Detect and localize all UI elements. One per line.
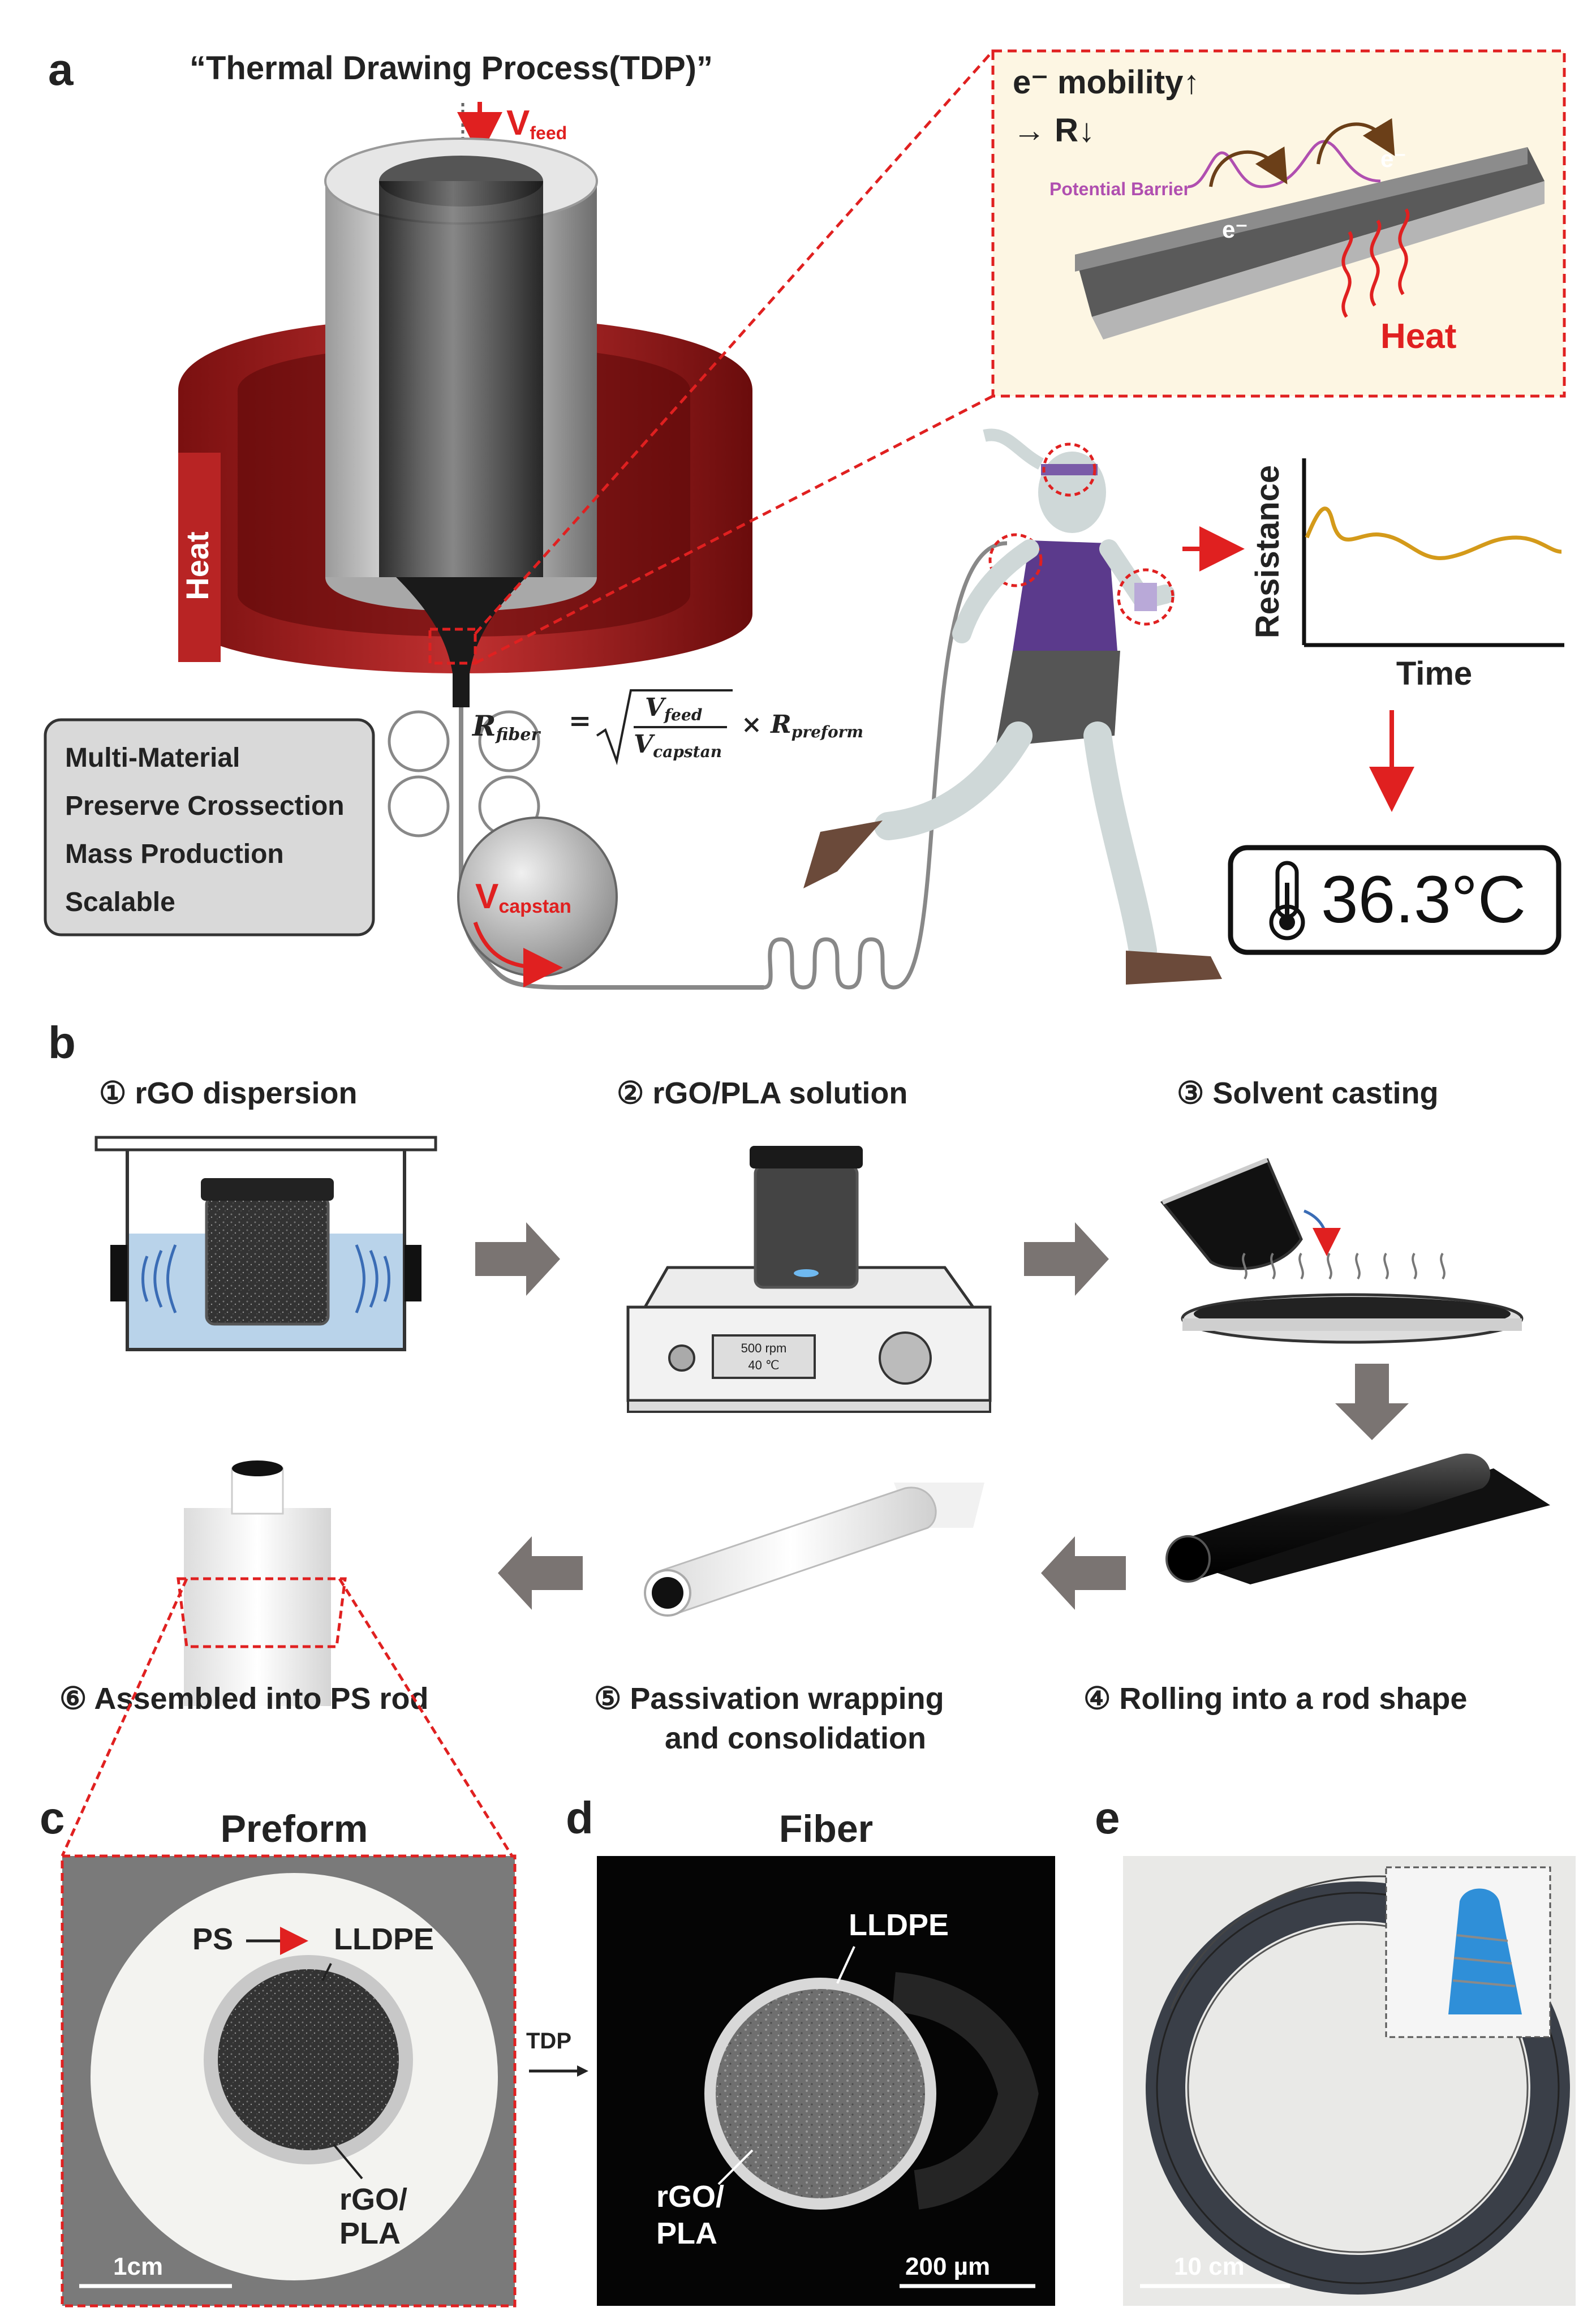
- feature-item: Preserve Crossection: [65, 791, 345, 821]
- tdp-title: “Thermal Drawing Process(TDP)”: [190, 50, 713, 87]
- fiber-title: Fiber: [779, 1807, 873, 1850]
- fiber-coil-photo: 10 cm: [1123, 1856, 1576, 2306]
- fiber-core-label-2: PLA: [656, 2216, 717, 2250]
- electron-hop-arrow: [1317, 118, 1395, 165]
- svg-text:=: =: [569, 705, 591, 737]
- fiber-scale-label: 200 µm: [905, 2253, 990, 2280]
- potential-barrier-curve: [1188, 140, 1381, 188]
- thermometer-icon: [1269, 861, 1305, 940]
- zoom-line: [474, 394, 994, 665]
- feature-item: Scalable: [65, 887, 175, 917]
- resistance-text: → R↓: [1013, 112, 1095, 149]
- process-arrow: [1024, 1222, 1109, 1296]
- core-label-1: rGO/: [339, 2182, 407, 2216]
- step-1-label: ① rGO dispersion: [99, 1076, 358, 1110]
- step-6-label: ⑥ Assembled into PS rod: [59, 1682, 429, 1716]
- rolled-rod: [1165, 1453, 1550, 1584]
- mobility-text: e⁻ mobility↑: [1013, 64, 1199, 101]
- fiber-zoom-box: [428, 628, 477, 665]
- process-arrow: [475, 1222, 560, 1296]
- panel-a-label: a: [48, 44, 74, 94]
- step-3-label: ③ Solvent casting: [1177, 1076, 1439, 1110]
- process-arrow: [1335, 1364, 1409, 1440]
- resistance-xlabel: Time: [1396, 655, 1472, 692]
- electron-hop-arrow: [1209, 146, 1288, 187]
- stirrer-display-speed: 500 rpm: [741, 1341, 787, 1355]
- sensor-marker: [988, 533, 1043, 587]
- drawing-formula: Rfiber = Vfeed Vcapstan × Rpreform: [471, 689, 863, 766]
- step-5-label-2: and consolidation: [665, 1721, 926, 1755]
- zoom-line: [61, 1578, 188, 1857]
- temperature-display: 36.3°C: [1228, 845, 1561, 955]
- svg-text:Rfiber: Rfiber: [471, 709, 541, 745]
- lldpe-label: LLDPE: [334, 1922, 434, 1956]
- tdp-arrow-label: TDP: [526, 2029, 571, 2053]
- panel-d-label: d: [566, 1793, 593, 1843]
- process-arrow: [1041, 1536, 1126, 1610]
- fiber-core-label-1: rGO/: [656, 2180, 724, 2214]
- hot-plate-stirrer: 500 rpm 40 ℃: [626, 1146, 992, 1413]
- panel-b-label: b: [48, 1017, 76, 1068]
- mobility-inset: e⁻ mobility↑ → R↓ Potential Barrier e⁻ e…: [991, 49, 1566, 398]
- heat-wave-icon: [1398, 208, 1410, 295]
- step-4-label: ④ Rolling into a rod shape: [1083, 1682, 1467, 1716]
- passivated-rod: [644, 1483, 984, 1617]
- step-5-label: ⑤ Passivation wrapping: [594, 1682, 944, 1716]
- inset-heat-label: Heat: [1380, 317, 1456, 356]
- v-feed-label: Vfeed: [506, 104, 567, 143]
- guide-roller: [388, 710, 450, 772]
- feature-item: Multi-Material: [65, 743, 240, 773]
- process-arrow: [498, 1536, 583, 1610]
- sonication-bath: [94, 1136, 437, 1351]
- potential-barrier-label: Potential Barrier: [1049, 179, 1190, 199]
- resistance-curve: [1305, 506, 1562, 560]
- preform-title: Preform: [221, 1807, 368, 1850]
- scale-label: 1cm: [113, 2253, 163, 2280]
- preform-photo: PS LLDPE rGO/ PLA 1cm: [61, 1854, 517, 2308]
- capstan-label: Vcapstan: [475, 877, 571, 917]
- sensor-marker: [1042, 442, 1096, 497]
- heat-wave-icon: [1370, 220, 1382, 307]
- zoom-line: [474, 50, 994, 635]
- heat-ring-label: Heat: [179, 531, 215, 600]
- feature-item: Mass Production: [65, 839, 284, 869]
- runner-figure: [803, 428, 1222, 985]
- electron-label: e⁻: [1380, 145, 1406, 172]
- preform-cylinder: [324, 138, 598, 707]
- guide-roller: [478, 710, 540, 772]
- solvent-casting: [1160, 1158, 1524, 1344]
- feature-box: Multi-Material Preserve Crossection Mass…: [44, 718, 375, 936]
- stirrer-display-temp: 40 ℃: [748, 1358, 779, 1372]
- resistance-ylabel: Resistance: [1249, 465, 1286, 638]
- electron-label: e⁻: [1222, 216, 1248, 243]
- svg-text:× Rpreform: × Rpreform: [741, 710, 863, 741]
- heat-wave-icon: [1341, 231, 1353, 318]
- fiber-coil: [763, 541, 1008, 990]
- guide-roller: [388, 775, 450, 837]
- ps-label: PS: [192, 1922, 233, 1956]
- svg-text:Vfeed: Vfeed: [645, 693, 702, 724]
- core-label-2: PLA: [339, 2216, 401, 2250]
- step-2-label: ② rGO/PLA solution: [617, 1076, 907, 1110]
- ps-rod-assembly: [177, 1460, 347, 1706]
- zoom-line: [338, 1578, 514, 1857]
- fiber-photo: LLDPE rGO/ PLA 200 µm: [597, 1856, 1055, 2306]
- panel-e-label: e: [1095, 1793, 1120, 1843]
- svg-text:Vcapstan: Vcapstan: [634, 730, 722, 761]
- panel-c-label: c: [40, 1793, 65, 1843]
- sensor-marker: [1117, 568, 1175, 626]
- resistance-plot: Resistance Time: [1249, 458, 1564, 692]
- coil-scale-label: 10 cm: [1174, 2253, 1245, 2280]
- fiber-lldpe-label: LLDPE: [849, 1908, 949, 1942]
- temperature-value: 36.3°C: [1321, 862, 1526, 937]
- capstan-rotation-arrow: [473, 921, 563, 987]
